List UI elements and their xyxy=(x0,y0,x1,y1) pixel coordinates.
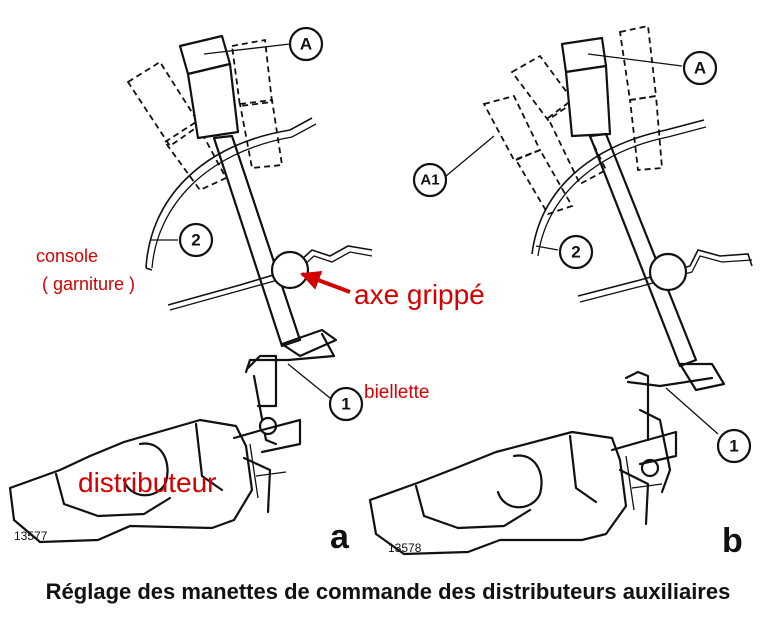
panel-letter-b: b xyxy=(722,522,743,560)
panel-b-floor-plate xyxy=(577,249,753,303)
panel-a: A 2 1 13577 a xyxy=(8,26,373,556)
panel-b-linkage xyxy=(624,362,726,494)
annotation-garniture: ( garniture ) xyxy=(42,274,135,294)
panel-a-console xyxy=(145,117,317,271)
callout-b-1: 1 xyxy=(716,428,752,464)
callout-a-A: A xyxy=(288,26,324,62)
annotation-axe-grippe: axe grippé xyxy=(354,279,485,310)
callout-b-2: 2 xyxy=(558,234,594,270)
panel-a-main-lever xyxy=(178,34,310,348)
callout-b-A: A xyxy=(682,50,718,86)
annotation-arrow xyxy=(300,270,351,294)
red-annotations: console ( garniture ) axe grippé biellet… xyxy=(36,246,485,498)
panel-b-main-lever xyxy=(560,36,698,368)
annotation-biellette: biellette xyxy=(364,382,430,403)
panel-b-distributor xyxy=(368,430,678,556)
panel-letter-a: a xyxy=(330,518,350,556)
panel-b-ghost-levers xyxy=(482,24,663,216)
callout-b-A1: A1 xyxy=(412,162,448,198)
panel-b-console xyxy=(531,119,707,257)
callout-a-2: 2 xyxy=(178,222,214,258)
figure-number-a: 13577 xyxy=(14,529,48,543)
panel-a-distributor xyxy=(8,418,302,544)
panel-a-linkage xyxy=(244,328,338,446)
callout-a-1-label: 1 xyxy=(341,395,350,414)
callout-b-A-label: A xyxy=(694,59,706,78)
callout-a-2-label: 2 xyxy=(191,231,200,250)
figure-caption: Réglage des manettes de commande des dis… xyxy=(45,579,731,604)
annotation-distributeur: distributeur xyxy=(78,467,217,498)
callout-a-A-label: A xyxy=(300,35,312,54)
panel-b-leaders xyxy=(445,53,719,435)
panel-a-leaders xyxy=(150,43,331,399)
callout-b-A1-label: A1 xyxy=(420,172,439,189)
panel-b: A A1 2 1 13578 b xyxy=(368,24,753,560)
figure-number-b: 13578 xyxy=(388,541,422,555)
panel-a-floor-plate xyxy=(167,245,373,311)
callout-b-1-label: 1 xyxy=(729,437,738,456)
annotation-console: console xyxy=(36,246,98,266)
callout-b-2-label: 2 xyxy=(571,243,580,262)
callout-a-1: 1 xyxy=(328,386,364,422)
